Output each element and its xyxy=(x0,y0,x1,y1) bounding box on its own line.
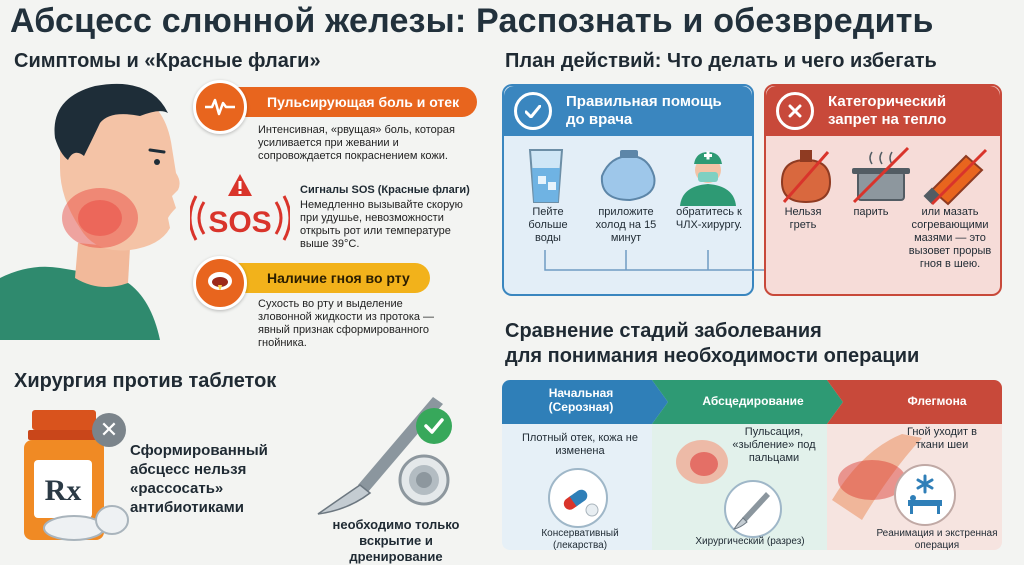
page-title: Абсцесс слюнной железы: Распознать и обе… xyxy=(10,2,934,40)
water-glass-icon xyxy=(528,149,564,203)
pain-text: Интенсивная, «рвущая» боль, которая усил… xyxy=(258,124,455,162)
svg-text:Rx: Rx xyxy=(45,474,82,507)
stage-2-name: Абсцедирование xyxy=(702,394,804,408)
ice-pack-icon xyxy=(600,150,656,202)
heartbeat-icon xyxy=(193,80,247,134)
stage-1-treatment: Консервативный (лекарства) xyxy=(541,528,619,550)
pill-bottle-icon: Rx xyxy=(24,410,129,541)
dont-item-steam: парить xyxy=(853,206,889,218)
do-item-water: Пейте больше воды xyxy=(528,206,568,244)
surgeon-icon xyxy=(680,151,736,206)
pills-text: Сформированный абсцесс нельзя «рассосать… xyxy=(130,442,268,516)
sos-alert-icon: SOS xyxy=(190,174,290,241)
steam-pot-icon xyxy=(852,146,910,204)
cross-icon: ✕ xyxy=(92,413,126,447)
sos-text: Немедленно вызывайте скорую при удушье, … xyxy=(300,199,463,250)
pain-banner: Пульсирующая боль и отек xyxy=(205,87,477,117)
pus-text: Сухость во рту и выделение зловонной жид… xyxy=(258,298,435,349)
forbidden-circle-icon xyxy=(776,92,814,130)
face-illustration xyxy=(0,83,180,340)
dont-header: Категорический запрет на тепло xyxy=(766,86,1000,136)
capsule-icon xyxy=(548,468,608,528)
do-header: Правильная помощь до врача xyxy=(504,86,752,136)
do-item-cold: приложите холод на 15 минут xyxy=(595,206,657,244)
stage-scalpel-icon xyxy=(724,480,782,538)
stage-3-treatment: Реанимация и экстренная операция xyxy=(876,528,998,550)
hot-water-bottle-icon xyxy=(780,150,832,204)
stage-1-name: Начальная (Серозная) xyxy=(548,386,614,414)
do-item-surgeon: обратитесь к ЧЛХ-хирургу. xyxy=(675,206,743,231)
ointment-tube-icon xyxy=(923,148,988,206)
surgery-heading: Хирургия против таблеток xyxy=(14,370,277,392)
do-icons xyxy=(528,149,736,206)
emergency-bed-icon xyxy=(894,464,956,526)
stages-heading-2: для понимания необходимости операции xyxy=(505,345,920,367)
stage-1-desc: Плотный отек, кожа не изменена xyxy=(521,432,639,457)
do-title: Правильная помощь до врача xyxy=(566,93,722,128)
dont-item-heat: Нельзя греть xyxy=(784,206,822,231)
check-icon xyxy=(416,408,452,444)
scalpel-text: необходимо только вскрытие и дренировани… xyxy=(332,517,460,564)
stages-strip: Начальная (Серозная) Абсцедирование Флег… xyxy=(502,380,1002,550)
svg-text:SOS: SOS xyxy=(208,206,271,239)
pain-title: Пульсирующая боль и отек xyxy=(267,94,460,110)
pus-title: Наличие гноя во рту xyxy=(267,270,410,286)
stage-2-treatment: Хирургический (разрез) xyxy=(695,536,805,547)
dont-title: Категорический запрет на тепло xyxy=(828,93,947,128)
stage-2-desc: Пульсация, «зыбление» под пальцами xyxy=(732,426,816,464)
symptoms-heading: Симптомы и «Красные флаги» xyxy=(14,50,321,72)
stages-heading-1: Сравнение стадий заболевания xyxy=(505,320,822,342)
open-mouth-icon xyxy=(193,256,247,310)
stage-3-name: Флегмона xyxy=(907,394,967,408)
dont-item-ointment: или мазать согревающими мазями — это выз… xyxy=(908,206,992,270)
dont-icons xyxy=(780,146,988,206)
sos-title: Сигналы SOS (Красные флаги) xyxy=(300,184,470,196)
check-circle-icon xyxy=(514,92,552,130)
do-connector xyxy=(544,250,788,271)
plan-heading: План действий: Что делать и чего избегат… xyxy=(505,50,937,72)
stage-3-desc: Гной уходит в ткани шеи xyxy=(907,426,977,451)
stages-background xyxy=(502,380,1002,550)
